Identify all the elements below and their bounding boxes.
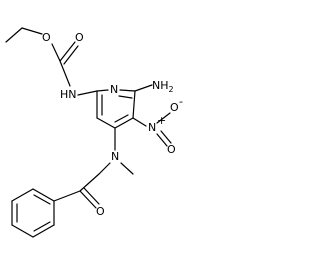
amino-group-subscript: 2 <box>169 85 174 94</box>
chemical-structure-diagram: O O HN N NH2 N + O O - N O <box>5 27 183 238</box>
bond-oester-carbamate-c <box>51 43 61 62</box>
bond-ring-n1-c6-inner <box>118 95 133 99</box>
amino-group-text: NH <box>152 79 169 92</box>
bond-c5-nitro <box>132 117 147 127</box>
bond-ph-c2-c3 <box>32 224 55 238</box>
carbamate-nitrogen-label: HN <box>60 88 77 101</box>
bond-ring-c4-c3 <box>96 117 116 129</box>
bond-ring-c5-c4-inner <box>114 114 129 123</box>
amino-group-label: NH2 <box>152 79 174 94</box>
ring-nitrogen-label: N <box>110 83 118 96</box>
nitro-oxygen-single-label: O <box>170 101 179 114</box>
amine-nitrogen-label: N <box>111 150 119 163</box>
bond-ph-c2-c3-inner <box>33 221 51 232</box>
bond-ch2-oester <box>21 27 43 35</box>
nitro-charge-positive-label: + <box>157 114 166 127</box>
bond-c6-nh2 <box>134 84 153 92</box>
bond-nitro-o-single <box>156 112 171 124</box>
bond-carbamate-co-2 <box>63 45 79 65</box>
nitro-charge-negative-label: - <box>179 95 183 108</box>
bond-ph-c6-c1-inner <box>33 194 51 205</box>
ketone-oxygen-label: O <box>96 205 105 218</box>
bond-ph-c6-c1 <box>32 188 55 202</box>
bond-nh-c2 <box>77 90 98 96</box>
carbonyl-oxygen-carbamate-label: O <box>75 31 84 44</box>
bond-amine-n-methyl <box>120 162 134 175</box>
bond-ch3-ch2 <box>5 27 23 43</box>
bond-ring-c2-n1 <box>96 89 109 92</box>
bond-carbamate-c-nh <box>59 60 71 87</box>
bond-ph-c3-c4 <box>11 224 34 238</box>
bond-amine-n-ch2 <box>98 162 111 175</box>
ester-oxygen-label: O <box>42 31 51 44</box>
atom-label-layer: O O HN N NH2 N + O O - N O <box>42 31 183 218</box>
bond-ketone-co-1 <box>79 190 97 209</box>
bond-nitro-o-double-2 <box>160 130 172 144</box>
nitro-nitrogen-label: N <box>148 121 156 134</box>
bond-carbonyl-phenyl <box>53 190 81 202</box>
bond-ring-c5-c4 <box>114 117 134 129</box>
bond-ch2-carbonyl-c <box>79 173 100 192</box>
bond-ketone-co-2 <box>83 187 100 205</box>
bond-ring-c6-c5 <box>132 90 136 119</box>
nitro-oxygen-double-label: O <box>167 143 176 156</box>
bond-layer <box>5 27 172 238</box>
bond-nitro-o-double-1 <box>156 133 168 147</box>
bond-carbamate-co-1 <box>59 41 76 62</box>
bond-ph-c5-c6 <box>11 188 34 202</box>
bond-ring-n1-c6 <box>119 89 136 92</box>
